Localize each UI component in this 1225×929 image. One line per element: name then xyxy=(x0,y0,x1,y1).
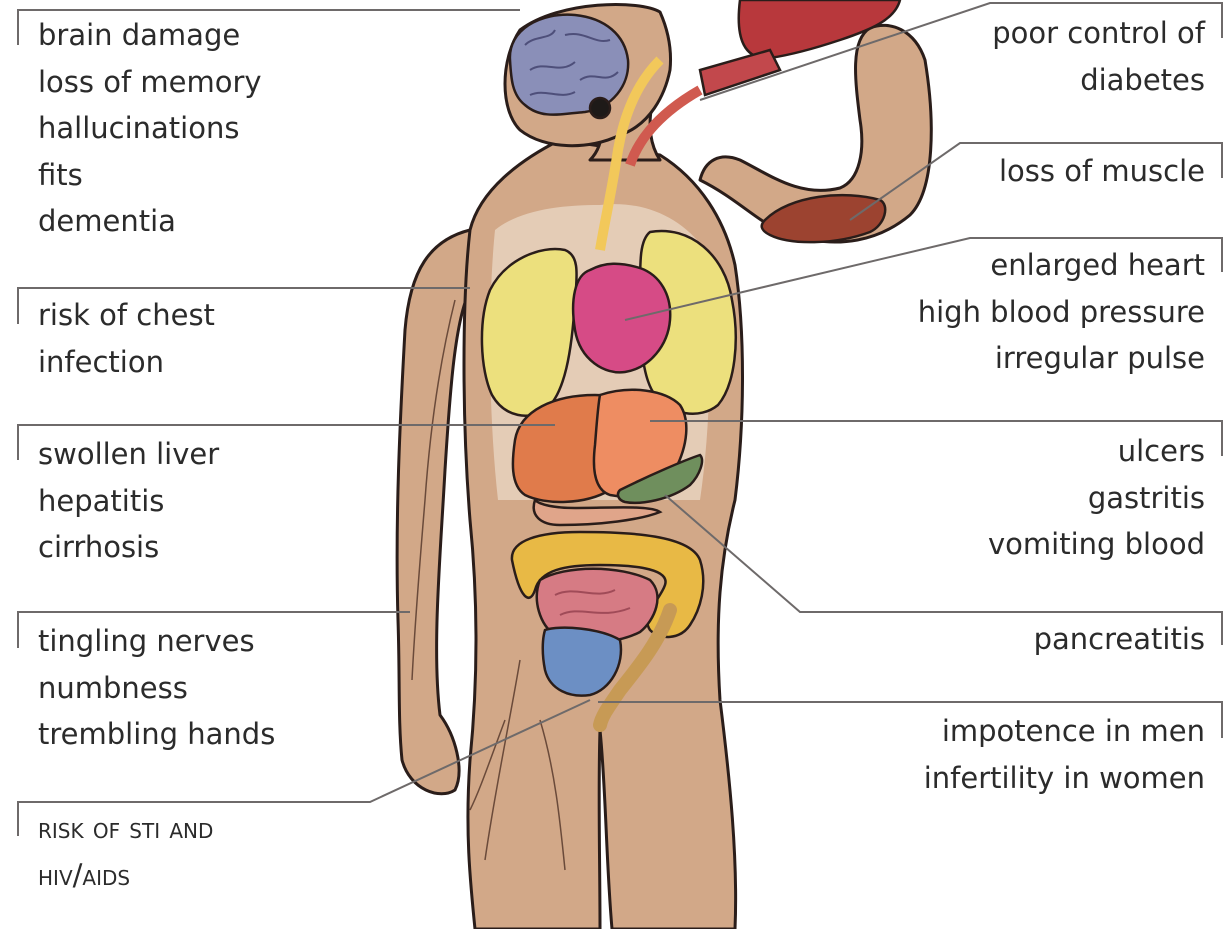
label-line: swollen liver xyxy=(38,431,219,478)
label-stomach-effects: ulcers gastritis vomiting blood xyxy=(988,428,1205,568)
label-line: numbness xyxy=(38,665,275,712)
label-line: tingling nerves xyxy=(38,618,275,665)
label-line: impotence in men xyxy=(924,708,1205,755)
label-sti-effects: risk of sti and hiv/aids xyxy=(38,805,213,898)
label-line: pancreatitis xyxy=(1034,616,1205,663)
label-line: hallucinations xyxy=(38,105,262,152)
left-arm xyxy=(397,230,470,794)
label-diabetes-effects: poor control of diabetes xyxy=(992,10,1205,103)
label-line: hepatitis xyxy=(38,478,219,525)
label-line: cirrhosis xyxy=(38,524,219,571)
label-line: ulcers xyxy=(988,428,1205,475)
label-line: dementia xyxy=(38,198,262,245)
label-liver-effects: swollen liver hepatitis cirrhosis xyxy=(38,431,219,571)
label-line: risk of chest xyxy=(38,292,215,339)
label-line: gastritis xyxy=(988,475,1205,522)
label-brain-effects: brain damage loss of memory hallucinatio… xyxy=(38,12,262,245)
label-line: high blood pressure xyxy=(918,289,1205,336)
label-line: loss of memory xyxy=(38,59,262,106)
label-line: irregular pulse xyxy=(918,335,1205,382)
label-line: enlarged heart xyxy=(918,242,1205,289)
label-muscle-effects: loss of muscle xyxy=(999,148,1205,195)
label-line: hiv/aids xyxy=(38,852,213,899)
heart-icon xyxy=(573,264,670,373)
label-line: risk of sti and xyxy=(38,805,213,852)
label-line: diabetes xyxy=(992,57,1205,104)
ear-icon xyxy=(590,98,610,118)
label-line: poor control of xyxy=(992,10,1205,57)
label-chest-effects: risk of chest infection xyxy=(38,292,215,385)
label-line: trembling hands xyxy=(38,711,275,758)
label-line: fits xyxy=(38,152,262,199)
label-reproductive-effects: impotence in men infertility in women xyxy=(924,708,1205,801)
label-nerve-effects: tingling nerves numbness trembling hands xyxy=(38,618,275,758)
label-line: brain damage xyxy=(38,12,262,59)
label-heart-effects: enlarged heart high blood pressure irreg… xyxy=(918,242,1205,382)
label-line: infection xyxy=(38,339,215,386)
label-pancreas-effects: pancreatitis xyxy=(1034,616,1205,663)
label-line: infertility in women xyxy=(924,755,1205,802)
brain-icon xyxy=(510,15,628,115)
label-line: vomiting blood xyxy=(988,521,1205,568)
bottle-neck xyxy=(700,50,780,95)
label-line: loss of muscle xyxy=(999,148,1205,195)
